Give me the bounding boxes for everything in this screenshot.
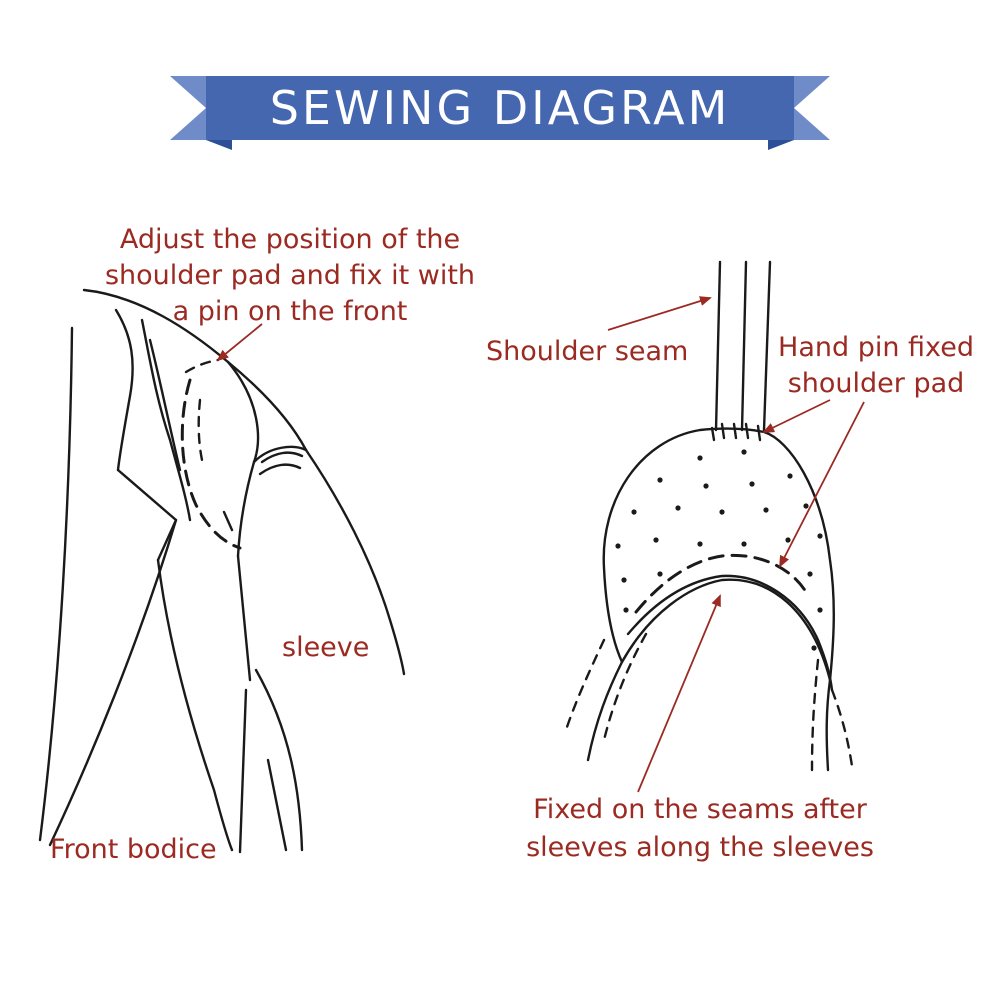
top-pin-stitches bbox=[710, 422, 762, 442]
pin-note-line-1: Adjust the position of the bbox=[120, 224, 460, 255]
banner-band bbox=[206, 76, 794, 140]
shoulder-pad-shape bbox=[602, 427, 835, 682]
sleeve-left-inner bbox=[586, 660, 624, 762]
bodice-under-sleeve bbox=[238, 688, 248, 854]
seam-strip-3 bbox=[762, 260, 772, 432]
pin-note-arrow bbox=[216, 323, 263, 362]
shoulder-seam-arrow bbox=[607, 296, 712, 331]
sleeve-inner bbox=[236, 554, 252, 682]
collar-inner bbox=[140, 318, 192, 522]
pin-note-line-2: shoulder pad and fix it with bbox=[105, 260, 475, 291]
sleeve-right-inner bbox=[825, 678, 832, 772]
front-edge-left bbox=[38, 326, 74, 842]
banner-fold bbox=[206, 140, 232, 150]
pad-inner-stitch bbox=[634, 553, 808, 614]
hand-pin-arrow bbox=[762, 399, 831, 433]
sleeve-right-outer bbox=[830, 688, 854, 768]
sleeve-bottom bbox=[254, 668, 304, 852]
seam-strip-2 bbox=[740, 260, 748, 432]
sleeve-label: sleeve bbox=[282, 632, 369, 663]
banner-fold-right bbox=[768, 140, 794, 150]
sleeve-right-seam bbox=[810, 658, 820, 772]
sleeve-outer bbox=[304, 448, 406, 676]
lapel-outer bbox=[114, 308, 134, 472]
left-jacket-figure bbox=[38, 288, 406, 854]
sleeve-cap-stitch-2 bbox=[258, 463, 302, 476]
sleeve-cap bbox=[252, 445, 308, 464]
collar-notch bbox=[148, 338, 182, 472]
pad-perforation-dots bbox=[615, 449, 823, 651]
armhole bbox=[226, 360, 260, 558]
banner-title: SEWING DIAGRAM bbox=[270, 81, 731, 135]
right-pad-figure bbox=[564, 260, 854, 772]
sleeve-cap-stitch-1 bbox=[260, 451, 304, 464]
bodice-inner-seam bbox=[266, 758, 288, 852]
hand-pin-label-line-2: shoulder pad bbox=[788, 368, 965, 399]
annotations: Adjust the position of the shoulder pad … bbox=[50, 224, 974, 865]
shoulder-seam-label: Shoulder seam bbox=[486, 336, 688, 367]
seam-note-line-1: Fixed on the seams after bbox=[533, 794, 868, 825]
shoulder-pad-pin-line bbox=[197, 398, 204, 462]
pin-mark bbox=[222, 510, 234, 532]
shoulder-pad-outline bbox=[180, 378, 242, 550]
pin-note-line-3: a pin on the front bbox=[173, 296, 408, 327]
shoulder-pad-inner-dash bbox=[184, 358, 220, 374]
annotation-arrows bbox=[216, 296, 865, 793]
seam-note-line-2: sleeves along the sleeves bbox=[526, 832, 874, 863]
sleeve-left-seam bbox=[602, 632, 648, 742]
shoulder-pad-arrow bbox=[779, 401, 865, 568]
pad-inner-curve bbox=[626, 574, 834, 692]
title-banner: SEWING DIAGRAM bbox=[170, 76, 830, 150]
front-edge-inner bbox=[48, 518, 178, 847]
seam-note-arrow bbox=[637, 594, 721, 793]
sleeve-left-outer bbox=[564, 638, 606, 732]
front-bodice-label: Front bodice bbox=[50, 834, 217, 865]
hand-pin-label-line-1: Hand pin fixed bbox=[778, 332, 974, 363]
bodice-side bbox=[156, 558, 234, 852]
seam-strip-1 bbox=[714, 260, 722, 432]
